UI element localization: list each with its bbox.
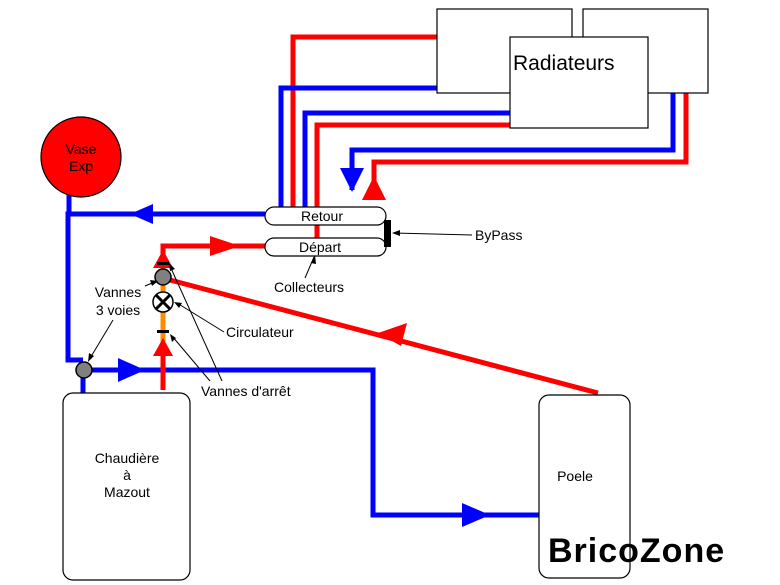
radiateurs-label: Radiateurs bbox=[513, 52, 615, 75]
chaudiere-line3: Mazout bbox=[104, 484, 150, 500]
arrow-blue-return-left bbox=[130, 204, 153, 224]
vase-label-line2: Exp bbox=[69, 158, 93, 174]
vase-label-line1: Vase bbox=[66, 141, 97, 157]
pipe-blue-to-stove bbox=[88, 367, 540, 518]
pipe-blue-radiator-mid bbox=[302, 110, 512, 212]
three-way-valve-top bbox=[154, 268, 172, 286]
arrow-red-up-boiler bbox=[153, 338, 173, 356]
depart-label: Départ bbox=[299, 239, 341, 255]
chaudiere-line1: Chaudière bbox=[95, 450, 160, 466]
collector-retour bbox=[264, 206, 387, 226]
vannes-3-voies-line1: Vannes bbox=[95, 284, 141, 300]
arrow-red-up bbox=[362, 176, 386, 200]
boiler: Chaudière à Mazout bbox=[62, 392, 191, 581]
pipe-blue-return bbox=[65, 211, 265, 363]
circulator-icon bbox=[152, 291, 174, 313]
vannes-arret-label: Vannes d'arrêt bbox=[201, 383, 291, 399]
radiators: Radiateurs bbox=[436, 8, 709, 129]
three-way-valve-bottom bbox=[75, 361, 93, 379]
boiler-box bbox=[62, 392, 191, 581]
pipe-red-radiator-mid bbox=[314, 122, 512, 242]
annotations: Vannes 3 voies Circulateur Vannes d'arrê… bbox=[88, 227, 522, 399]
stop-valve-bottom bbox=[157, 330, 169, 333]
chaudiere-line2: à bbox=[123, 467, 131, 483]
poele-label: Poele bbox=[557, 468, 593, 484]
stove-box bbox=[538, 394, 631, 579]
arrow-blue-right-boiler bbox=[118, 358, 145, 382]
circulateur-label: Circulateur bbox=[226, 324, 294, 340]
expansion-tank: Vase Exp bbox=[40, 116, 122, 198]
stop-valve-top bbox=[157, 262, 169, 265]
logo-text: BricoZone bbox=[548, 532, 725, 570]
bypass-label: ByPass bbox=[475, 227, 522, 243]
pipe-red-radiator-top bbox=[290, 34, 438, 212]
collecteurs-label: Collecteurs bbox=[274, 279, 344, 295]
arrow-red-depart-right bbox=[210, 236, 240, 256]
arrow-blue-right-stove bbox=[462, 503, 490, 527]
bricozone-logo: BricoZone bbox=[548, 532, 725, 570]
vannes-3-voies-line2: 3 voies bbox=[96, 302, 140, 318]
arrow-blue-down bbox=[340, 168, 364, 192]
stove: Poele bbox=[538, 394, 631, 579]
arrow-red-diagonal bbox=[378, 323, 407, 346]
collectors: Retour Départ bbox=[264, 206, 391, 257]
valves bbox=[75, 262, 174, 379]
retour-label: Retour bbox=[301, 208, 343, 224]
radiator-box-middle bbox=[509, 36, 649, 129]
bypass-bar bbox=[384, 220, 391, 247]
pipe-blue-radiator-outer bbox=[278, 85, 438, 212]
expansion-tank-circle bbox=[40, 116, 122, 198]
pipe-red-from-stove bbox=[169, 277, 599, 396]
